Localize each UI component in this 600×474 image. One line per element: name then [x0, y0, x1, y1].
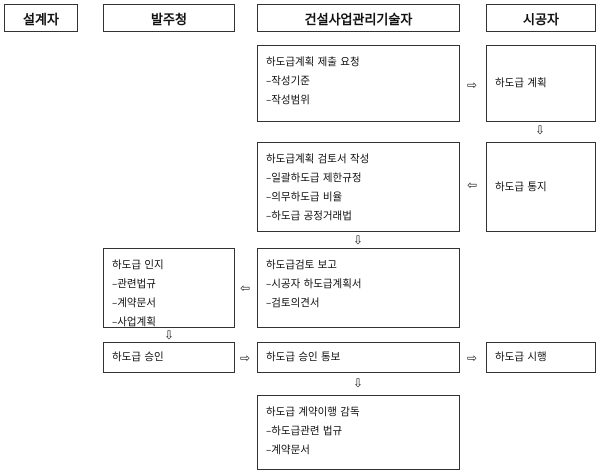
header-contractor: 시공자 — [486, 4, 596, 32]
box-supervise-line-0: 하도급 계약이행 감독 — [266, 406, 360, 418]
header-designer: 설계자 — [4, 4, 78, 32]
box-recognize-line-3: –사업계획 — [112, 316, 156, 328]
header-manager: 건설사업관리기술자 — [257, 4, 460, 32]
box-recognize-line-0: 하도급 인지 — [112, 259, 164, 271]
header-client: 발주청 — [103, 4, 235, 32]
arrow-right-execute: ⇨ — [467, 351, 478, 365]
arrow-left-notice: ⇦ — [467, 178, 478, 192]
box-execute: 하도급 시행 — [486, 342, 596, 373]
arrow-right-request: ⇨ — [467, 78, 478, 92]
box-supervise-line-1: –하도급관련 법규 — [266, 425, 343, 437]
box-review-line-3: –하도급 공정거래법 — [266, 210, 352, 222]
box-notice: 하도급 통지 — [486, 142, 596, 232]
box-review-line-1: –일괄하도급 제한규정 — [266, 172, 362, 184]
box-report-line-2: –검토의견서 — [266, 297, 320, 309]
box-report-line-1: –시공자 하도급계획서 — [266, 278, 362, 290]
box-supervise: 하도급 계약이행 감독 –하도급관련 법규 –계약문서 — [257, 395, 460, 470]
box-request: 하도급계획 제출 요청 –작성기준 –작성범위 — [257, 45, 460, 122]
box-review-line-0: 하도급계획 검토서 작성 — [266, 153, 370, 165]
arrow-right-approve: ⇨ — [240, 351, 251, 365]
box-report: 하도급검토 보고 –시공자 하도급계획서 –검토의견서 — [257, 248, 460, 328]
box-approve-notice-line-0: 하도급 승인 통보 — [266, 351, 341, 363]
box-plan-line-0: 하도급 계획 — [495, 77, 547, 89]
box-approve-notice: 하도급 승인 통보 — [257, 342, 460, 373]
box-recognize: 하도급 인지 –관련법규 –계약문서 –사업계획 — [103, 248, 235, 328]
arrow-down-approve-notice: ⇩ — [353, 376, 364, 390]
box-review: 하도급계획 검토서 작성 –일괄하도급 제한규정 –의무하도급 비율 –하도급 … — [257, 142, 460, 232]
arrow-down-recognize: ⇩ — [164, 328, 175, 342]
box-request-line-0: 하도급계획 제출 요청 — [266, 56, 360, 68]
box-plan: 하도급 계획 — [486, 45, 596, 122]
arrow-down-plan: ⇩ — [535, 123, 546, 137]
box-execute-line-0: 하도급 시행 — [495, 351, 547, 363]
box-supervise-line-2: –계약문서 — [266, 444, 310, 456]
box-approve: 하도급 승인 — [103, 342, 235, 373]
box-request-line-1: –작성기준 — [266, 75, 310, 87]
box-report-line-0: 하도급검토 보고 — [266, 259, 337, 271]
box-request-line-2: –작성범위 — [266, 94, 310, 106]
arrow-down-review: ⇩ — [353, 233, 364, 247]
box-review-line-2: –의무하도급 비율 — [266, 191, 343, 203]
box-recognize-line-2: –계약문서 — [112, 297, 156, 309]
arrow-left-report: ⇦ — [240, 281, 251, 295]
box-recognize-line-1: –관련법규 — [112, 278, 156, 290]
box-approve-line-0: 하도급 승인 — [112, 351, 164, 363]
box-notice-line-0: 하도급 통지 — [495, 180, 547, 193]
